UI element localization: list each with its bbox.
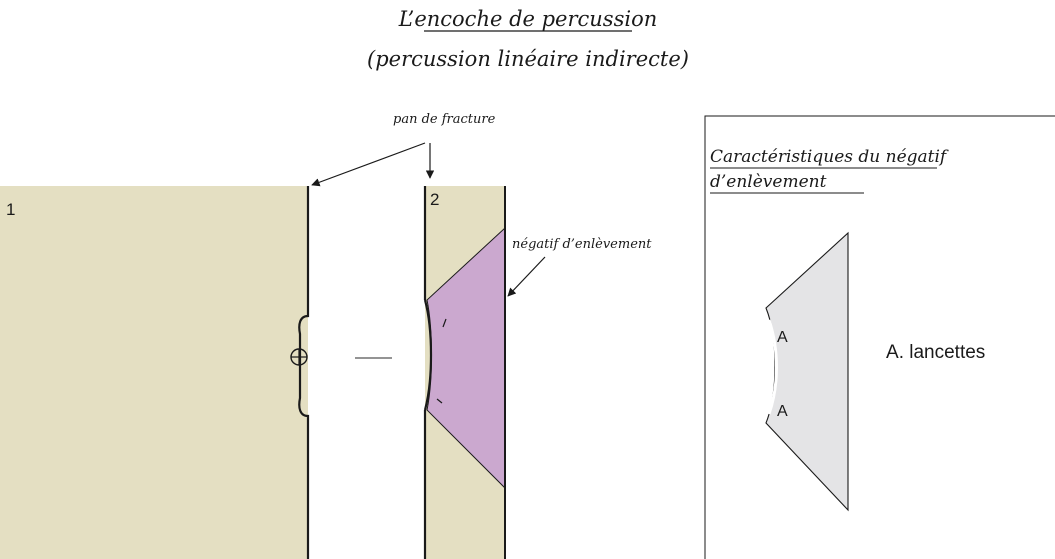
lancette-label-bottom: A: [777, 403, 788, 420]
piece-1-number: 1: [6, 200, 15, 219]
fracture-plane-annotation: pan de fracture: [311, 112, 496, 187]
lancette-mark-top: [442, 318, 447, 328]
panel-frame: [704, 115, 1055, 559]
removal-negative-arrow: [507, 256, 546, 297]
piece-2-notch-curve: [423, 299, 433, 411]
negative-inner-curve: [767, 319, 778, 415]
characteristics-panel: Caractéristiques du négatif d’enlèvement…: [704, 115, 1055, 559]
legend-text: A. lancettes: [886, 342, 985, 363]
piece-2: 2: [423, 186, 506, 559]
diagram-title: L’encoche de percussion: [398, 7, 658, 31]
legend-description: . lancettes: [899, 342, 986, 363]
piece-1: 1: [0, 186, 310, 559]
impact-point-icon: [290, 348, 308, 366]
panel-title-line2: d’enlèvement: [710, 172, 827, 192]
fracture-plane-label: pan de fracture: [393, 112, 496, 127]
piece-1-body: [0, 186, 308, 559]
removal-negative-label: négatif d’enlèvement: [512, 237, 652, 252]
piece-1-fracture-edge: [298, 186, 310, 559]
piece-2-number: 2: [430, 190, 439, 209]
lancette-label-top: A: [777, 329, 788, 346]
diagram-subtitle: (percussion linéaire indirecte): [367, 47, 689, 71]
title-block: L’encoche de percussion (percussion liné…: [367, 7, 689, 71]
removal-negative-annotation: négatif d’enlèvement: [507, 237, 652, 297]
lancette-mark-bottom: [436, 398, 443, 404]
panel-title-line1: Caractéristiques du négatif: [710, 147, 949, 167]
legend-letter: A: [886, 342, 899, 363]
fracture-arrow-left: [311, 142, 426, 187]
